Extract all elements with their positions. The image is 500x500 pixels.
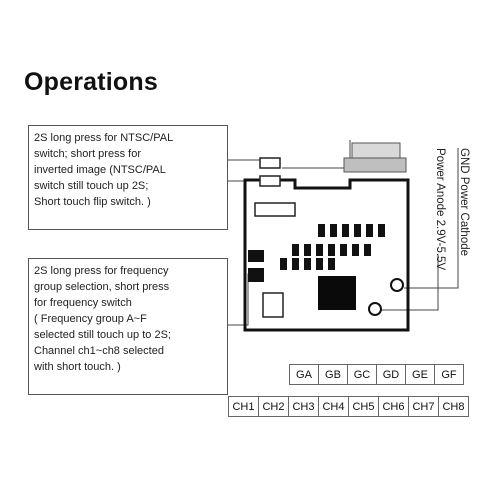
channel-cell: CH4 [318, 396, 349, 417]
channel-cell: CH1 [228, 396, 259, 417]
frequency-group-cell: GC [347, 364, 377, 385]
button-display [259, 157, 281, 169]
callout-line: switch; short press for [34, 148, 141, 160]
button-channel [248, 268, 264, 282]
gnd-pad [390, 278, 404, 292]
component-pad [254, 202, 296, 217]
antenna-connector-body [343, 157, 407, 173]
channel-cell: CH6 [378, 396, 409, 417]
frequency-group-cell: GF [434, 364, 464, 385]
chip-row-bottom [280, 258, 335, 270]
callout-frequency-button: 2S long press for frequency group select… [28, 258, 228, 395]
channel-cell: CH2 [258, 396, 289, 417]
board-outline [243, 178, 410, 332]
power-pad [368, 302, 382, 316]
callout-line: selected still touch up to 2S; [34, 329, 171, 341]
leader-line-anode [380, 255, 439, 311]
callout-display-button: 2S long press for NTSC/PAL switch; short… [28, 125, 228, 230]
frequency-group-cell: GB [318, 364, 348, 385]
callout-line: group selection, short press [34, 281, 170, 293]
chip-row-top [318, 224, 385, 237]
callout-line: inverted image (NTSC/PAL [34, 164, 166, 176]
callout-line: Channel ch1~ch8 selected [34, 345, 164, 357]
channel-cell: CH3 [288, 396, 319, 417]
channel-cell: CH5 [348, 396, 379, 417]
callout-line: 2S long press for NTSC/PAL [34, 132, 174, 144]
frequency-group-row: GA GB GC GD GE GF [289, 364, 464, 385]
power-anode-label: Power Anode 2.9V-5.5V [434, 148, 446, 271]
callout-line: 2S long press for frequency [34, 265, 169, 277]
capacitor [262, 292, 284, 318]
leader-line-gnd [282, 140, 351, 169]
frequency-group-cell: GA [289, 364, 319, 385]
leader-line-gnd-vertical [404, 148, 459, 289]
callout-line: ( Frequency group A~F [34, 313, 147, 325]
button-flip [259, 175, 281, 187]
callout-line: switch still touch up 2S; [34, 180, 149, 192]
frequency-group-cell: GE [405, 364, 435, 385]
callout-line: with short touch. ) [34, 361, 121, 373]
channel-row: CH1 CH2 CH3 CH4 CH5 CH6 CH7 CH8 [228, 396, 469, 417]
frequency-group-cell: GD [376, 364, 406, 385]
chip-row-middle [292, 244, 371, 256]
channel-cell: CH8 [438, 396, 469, 417]
gnd-label: GND Power Cathode [458, 148, 470, 257]
main-ic [318, 276, 356, 310]
callout-line: Short touch flip switch. ) [34, 196, 151, 208]
callout-line: for frequency switch [34, 297, 132, 309]
page-title: Operations [24, 68, 158, 96]
channel-cell: CH7 [408, 396, 439, 417]
button-frequency [248, 250, 264, 262]
